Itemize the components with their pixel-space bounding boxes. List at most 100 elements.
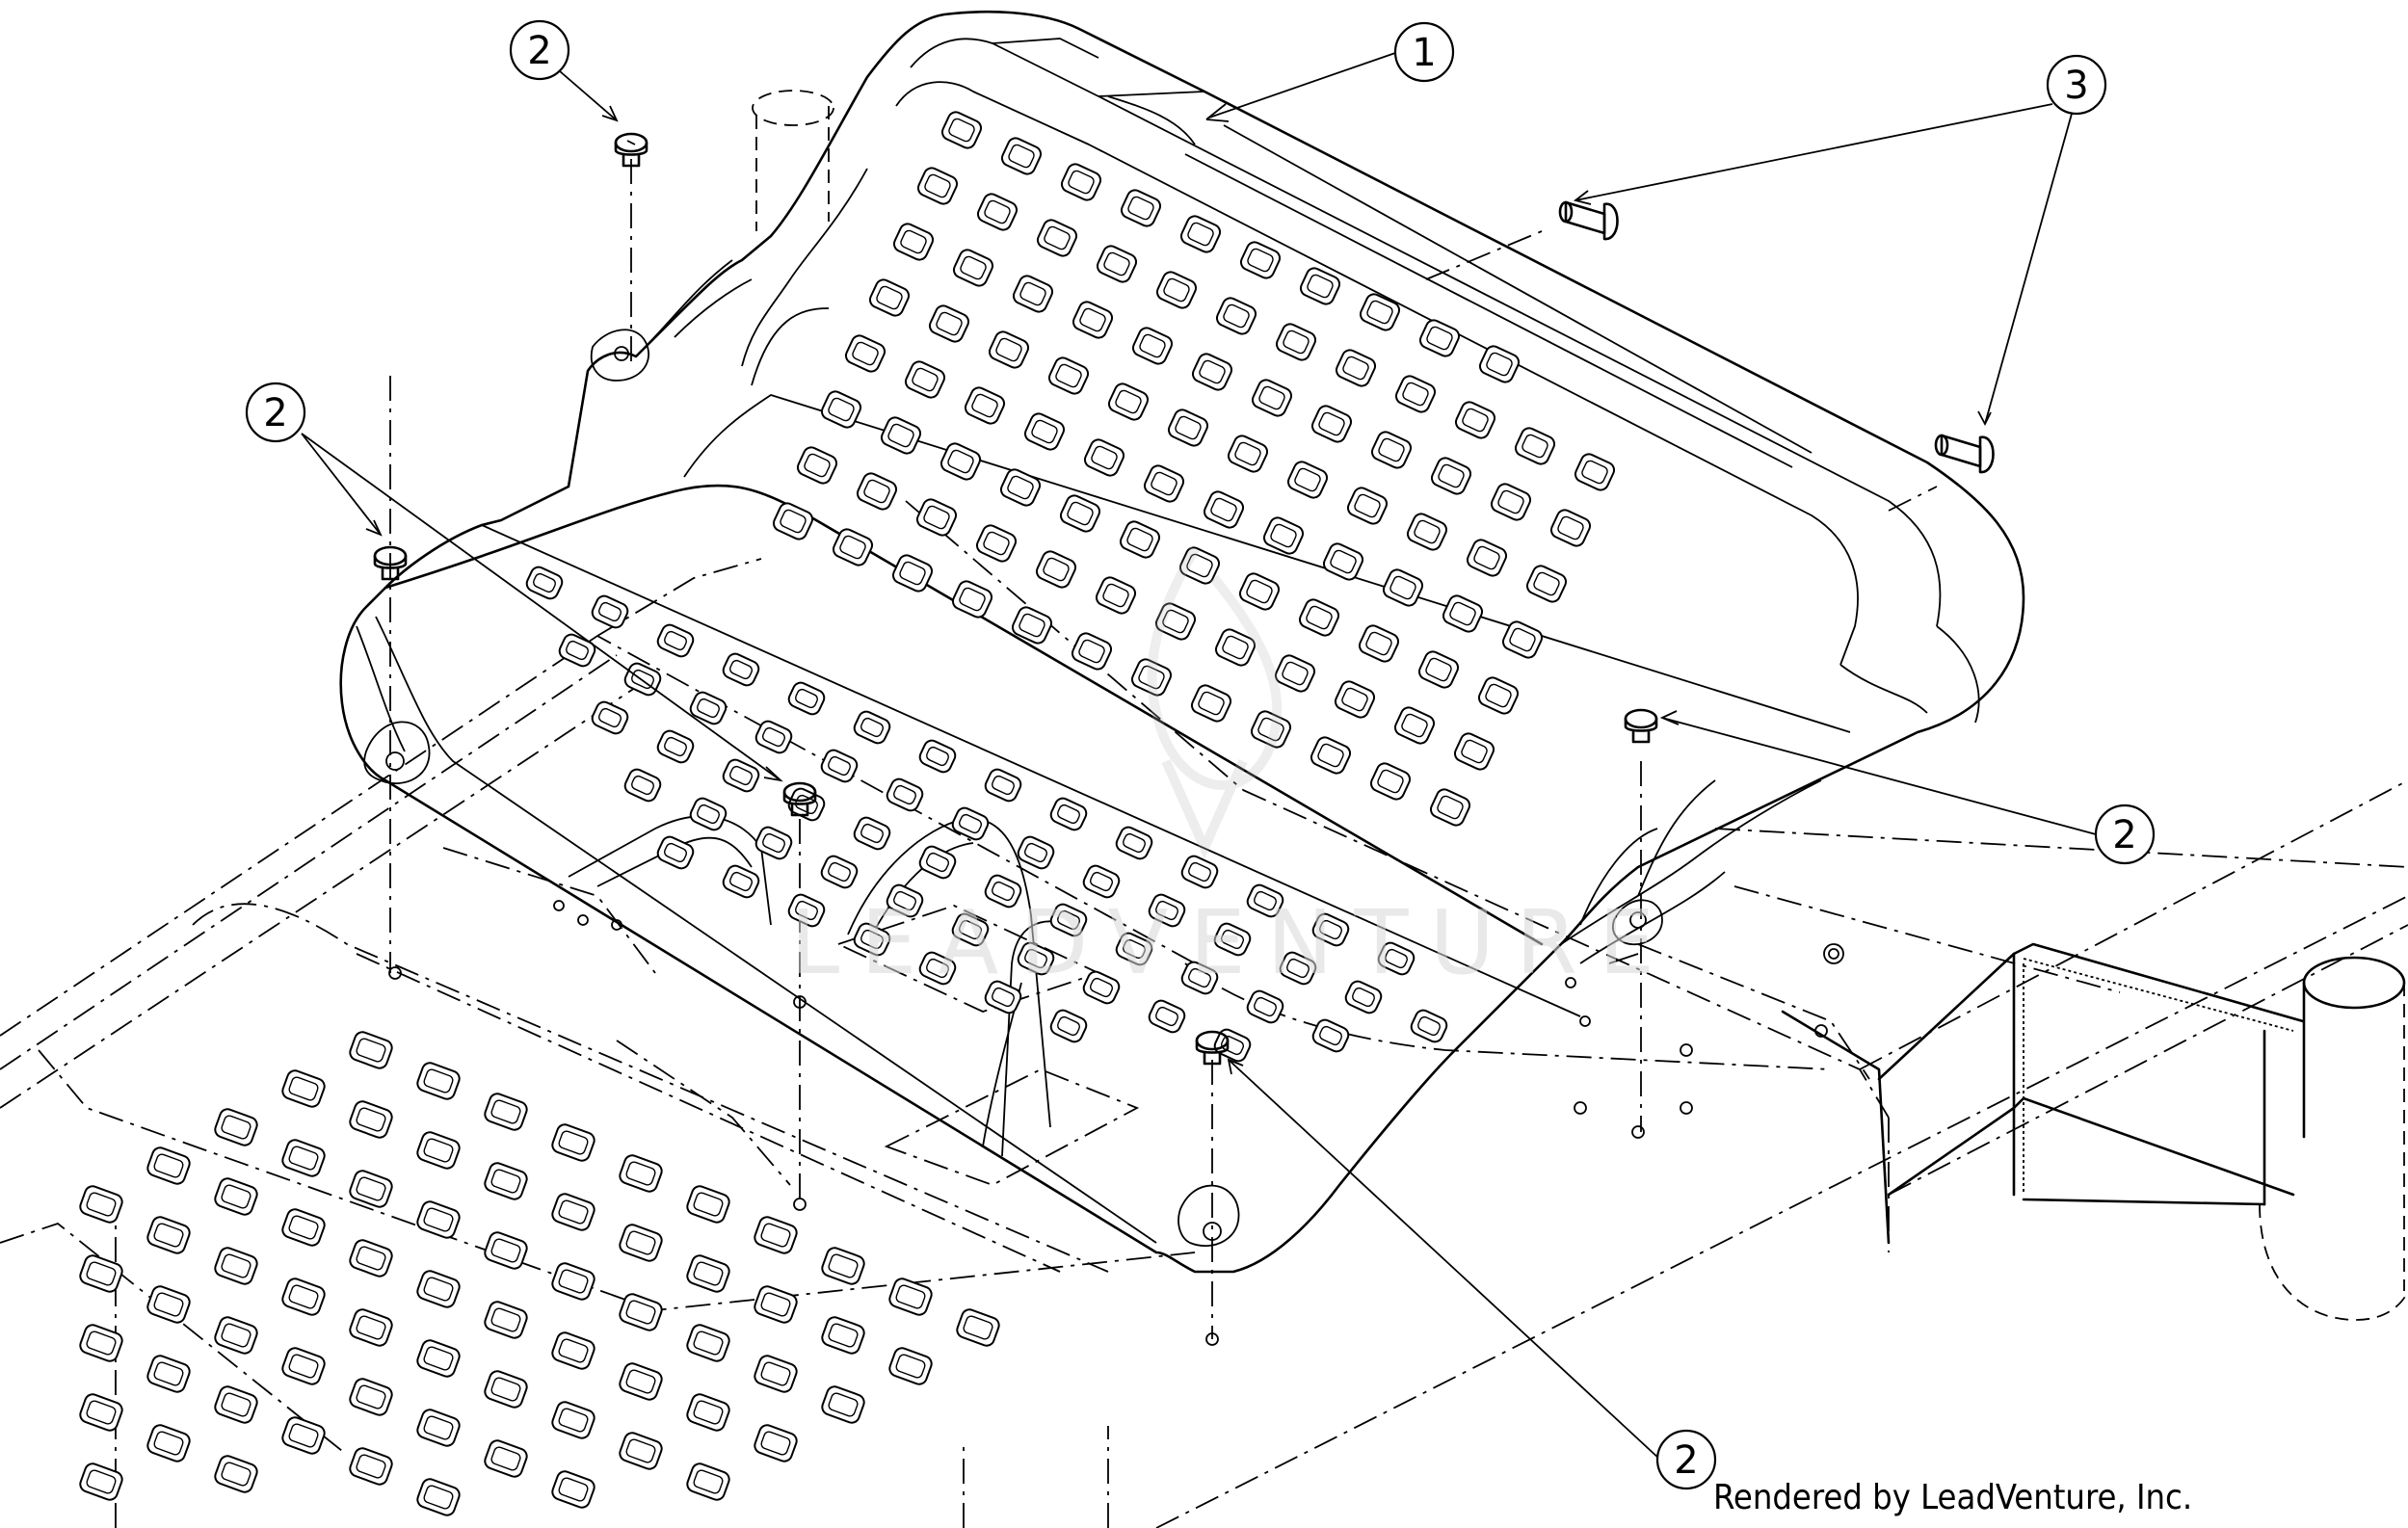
tread-pad [1299,267,1341,305]
tread-pad-inner [598,601,622,622]
screw-right [1624,708,1658,744]
tread-pad-inner [1462,408,1489,433]
tread-pad-inner [625,1438,656,1463]
tread-pad-inner [221,1323,251,1348]
tread-pad [1359,293,1401,331]
tread-pad-inner [221,1392,251,1417]
tread-pad-inner [221,1253,251,1278]
tread-pad-inner [828,1253,859,1278]
tread-pad [853,816,891,851]
tread-pad-inner [1031,419,1058,444]
tread-pad [1466,539,1508,577]
tread-pad-inner [1557,515,1584,540]
tread-pad [975,524,1018,563]
tread-pad [79,1254,123,1293]
tread-pad-inner [895,1284,926,1309]
tread-pad-inner [1402,382,1429,407]
tread-pad [146,1146,191,1185]
tread-pad-inner [221,1115,251,1140]
callout-2-left: 2 [245,382,306,443]
tread-pad [1311,912,1350,947]
tread-pad [1238,572,1281,611]
tread-pad [686,1462,730,1501]
tread-pad-inner [1282,661,1309,686]
tread-pad [1190,684,1232,723]
tread-pad-inner [1067,501,1094,526]
tread-pad [984,980,1022,1014]
tread-pad-inner [828,1323,859,1348]
watermark-text: LEADVENTURE [790,891,1676,994]
tread-pad-inner [631,669,654,690]
tread-pad-inner [1090,977,1113,998]
tread-pad-inner [1385,948,1408,969]
tread-pad-inner [1254,890,1277,911]
tread-pad-inner [598,707,622,728]
tread-pad-inner [1187,222,1214,247]
tread-pad-inner [1319,1025,1342,1046]
tread-pad-inner [625,1369,656,1394]
tread-pad [951,912,990,947]
tread-pad-inner [1068,170,1095,195]
tread-pad [281,1416,326,1455]
tread-pad [939,442,982,481]
tread-pad [888,1278,933,1316]
tread-pad-inner [693,1192,724,1217]
tread-pad [1023,412,1066,451]
tread-pad-inner [1306,605,1333,630]
tread-pad [1250,710,1292,749]
tread-pad [956,1308,1000,1347]
tread-pad [686,1324,730,1362]
tread-pad [1203,490,1245,529]
tread-pad [1096,245,1138,283]
tread-pad-inner [558,1408,589,1433]
tread-pad [1148,999,1186,1034]
tread-pad [754,1216,798,1254]
tread-pad [349,1378,393,1416]
tread-pad-inner [876,285,903,310]
tread-pad-inner [828,861,851,883]
tread-pad-inner [697,698,720,719]
tread-pad [1358,624,1400,663]
tread-pad-inner [893,890,916,911]
tread-pad-inner [1401,713,1428,738]
tread-pad [1017,835,1055,870]
tread-pad [1574,453,1616,491]
tread-pad-inner [963,1315,993,1340]
tread-pad [984,768,1022,803]
tread-pad [619,1293,663,1331]
tread-pad-inner [533,572,556,593]
tread-pad [1442,594,1484,633]
tread-pad-inner [490,1307,521,1332]
tread-pad [551,1193,595,1231]
tread-pad-inner [1019,281,1046,306]
pin-upper [1558,200,1619,241]
tread-pad-inner [1342,356,1369,381]
tread-pad-inner [900,229,927,254]
tread-pad-inner [86,1400,117,1425]
tread-pad-inner [1008,144,1035,169]
tread-pad-inner [693,1261,724,1286]
tread-pad-inner [1473,545,1500,570]
tread-pad [551,1470,595,1509]
tread-pad-inner [1283,329,1310,355]
tread-pad [1213,922,1252,957]
tread-pad [1334,680,1376,719]
tread-pad [1143,464,1185,503]
tread-pad-inner [839,535,866,560]
tread-pad-inner [1127,196,1154,221]
tread-pad-inner [1155,900,1178,921]
tread-pad-inner [852,341,879,366]
tread-pad-inner [566,640,589,661]
tread-pad-inner [153,1361,184,1386]
tread-pad-inner [1198,691,1225,716]
tread-pad-inner [1188,967,1211,988]
tread-pad [787,893,826,928]
tread-pad [1311,1018,1350,1053]
tread-pad-inner [693,1469,724,1494]
tread-pad-inner [1307,274,1334,299]
tread-pad-inner [631,775,654,796]
tread-pad-inner [959,813,982,834]
callout-3: 3 [2046,54,2107,116]
tread-pad [1071,632,1113,671]
tread-pad-inner [153,1153,184,1178]
